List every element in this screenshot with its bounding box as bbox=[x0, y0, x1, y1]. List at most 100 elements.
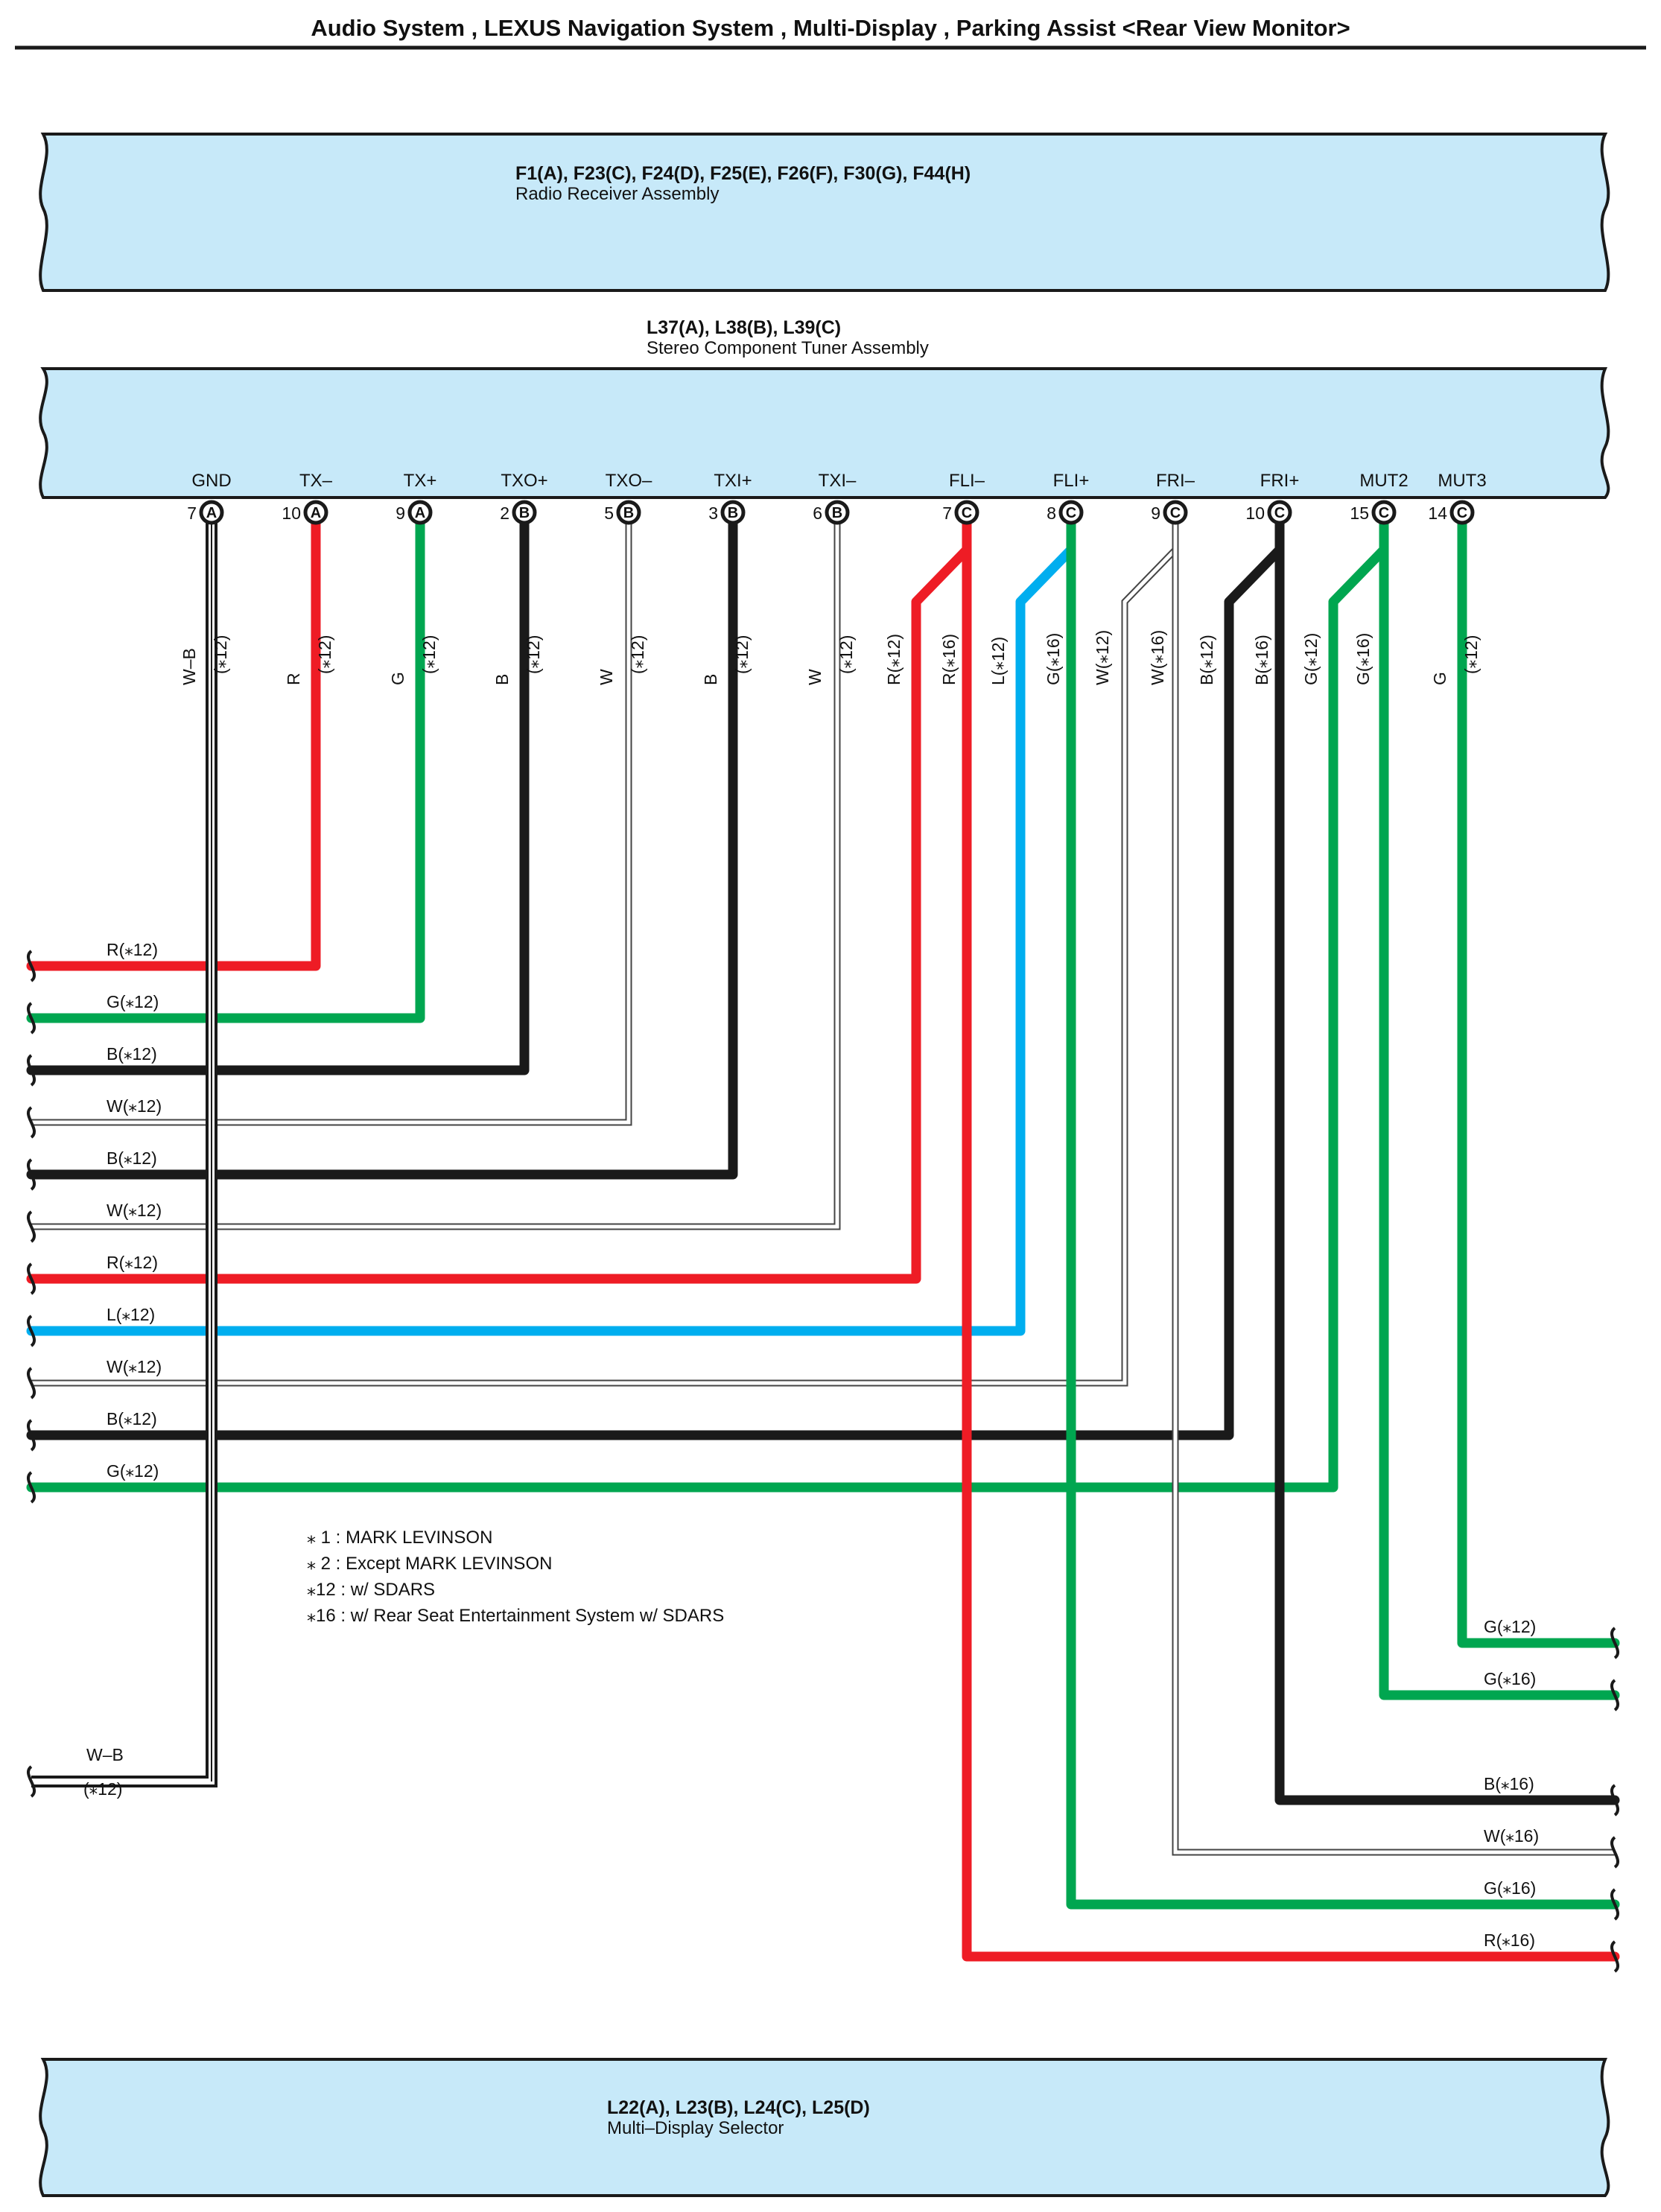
wire-tag-14: B(⁎16) bbox=[1252, 635, 1271, 685]
right-wire-label-3: W(⁎16) bbox=[1484, 1826, 1539, 1846]
left-wire-label-4: B(⁎12) bbox=[107, 1148, 157, 1168]
terminal-pin: 5 bbox=[604, 503, 614, 523]
terminal-pin: 6 bbox=[813, 503, 822, 523]
terminal-name: TXO+ bbox=[501, 471, 547, 491]
right-wire-label-4: G(⁎16) bbox=[1484, 1878, 1536, 1898]
left-wire-label-1: G(⁎12) bbox=[107, 992, 159, 1011]
left-wire-label-8: W(⁎12) bbox=[107, 1357, 162, 1376]
wire-flim-r16 bbox=[962, 507, 1620, 1962]
wire-tag-11: W(⁎12) bbox=[1093, 630, 1112, 685]
wire-tag-note: (⁎12) bbox=[211, 635, 230, 674]
radio-receiver-box bbox=[39, 133, 1610, 292]
terminal-connector-circle bbox=[1163, 500, 1188, 525]
wire-tag-note: (⁎12) bbox=[315, 635, 334, 674]
wire-mut3-g12 bbox=[1457, 507, 1620, 1648]
wire-tag-color: W(⁎12) bbox=[1093, 630, 1112, 685]
terminal-connector-circle bbox=[512, 500, 537, 525]
terminal-name: FRI+ bbox=[1260, 471, 1300, 491]
left-break-4 bbox=[27, 1158, 36, 1191]
terminal-name: MUT2 bbox=[1359, 471, 1408, 491]
left-wire-label-9: B(⁎12) bbox=[107, 1409, 157, 1428]
terminal-connector-letter: A bbox=[206, 505, 217, 521]
wire-frim-w16 bbox=[1173, 512, 1615, 1855]
wire-tag-note: (⁎12) bbox=[628, 635, 647, 674]
left-break-7 bbox=[27, 1315, 36, 1347]
terminal-connector-circle bbox=[1267, 500, 1292, 525]
stereo-tuner-name: Stereo Component Tuner Assembly bbox=[647, 338, 929, 358]
wire-tag-color: B(⁎12) bbox=[1197, 635, 1216, 685]
notes: ⁎ 1 : MARK LEVINSON ⁎ 2 : Except MARK LE… bbox=[307, 1528, 724, 1626]
terminal-name: FLI– bbox=[949, 471, 985, 491]
wire-tag-12: W(⁎16) bbox=[1148, 630, 1167, 685]
wire-tag-3: B(⁎12) bbox=[492, 635, 543, 685]
terminal-connector-circle bbox=[1058, 500, 1084, 525]
wire-tag-layer: W–B(⁎12)R(⁎12)G(⁎12)B(⁎12)W(⁎12)B(⁎12)W(… bbox=[180, 630, 1481, 685]
wire-txp-g bbox=[26, 507, 425, 1023]
terminal-connector-circle bbox=[1449, 500, 1475, 525]
terminal-connector-letter: C bbox=[1457, 505, 1467, 521]
note-1: ⁎ 1 : MARK LEVINSON bbox=[307, 1528, 492, 1548]
wire-tag-17: G(⁎12) bbox=[1430, 635, 1481, 685]
terminal-connector-circle bbox=[825, 500, 850, 525]
right-wire-label-0: G(⁎12) bbox=[1484, 1617, 1536, 1636]
multi-display-name: Multi–Display Selector bbox=[607, 2118, 784, 2138]
radio-receiver-codes: F1(A), F23(C), F24(D), F25(E), F26(F), F… bbox=[515, 163, 971, 184]
left-break-8 bbox=[27, 1367, 36, 1399]
left-break-2 bbox=[27, 1054, 36, 1087]
wire-gnd-wb-outline bbox=[31, 512, 217, 1787]
wire-frip-b16 bbox=[1274, 507, 1620, 1805]
right-label-layer: G(⁎12)G(⁎16)B(⁎16)W(⁎16)G(⁎16)R(⁎16) bbox=[1484, 1617, 1539, 1950]
gnd-wire-color: W–B bbox=[86, 1745, 124, 1764]
wire-tag-1: R(⁎12) bbox=[284, 635, 334, 685]
terminal-pin: 3 bbox=[708, 503, 718, 523]
terminal-connector-letter: C bbox=[1170, 505, 1181, 521]
wire-frim-w16-outline bbox=[1172, 512, 1615, 1856]
left-wire-label-10: G(⁎12) bbox=[107, 1461, 159, 1481]
wire-tag-8: R(⁎16) bbox=[939, 634, 959, 685]
wire-txm-r bbox=[26, 507, 321, 971]
wire-txip-b bbox=[26, 507, 738, 1180]
wire-tag-note: (⁎12) bbox=[419, 635, 439, 674]
multi-display-box bbox=[39, 2058, 1610, 2197]
left-wire-label-2: B(⁎12) bbox=[107, 1044, 157, 1064]
right-break-5 bbox=[1610, 1940, 1619, 1973]
wire-tag-7: R(⁎12) bbox=[884, 634, 903, 685]
left-break-1 bbox=[27, 1002, 36, 1035]
wire-tag-note: (⁎12) bbox=[836, 635, 856, 674]
terminal-pin: 9 bbox=[396, 503, 405, 523]
right-wire-label-5: R(⁎16) bbox=[1484, 1930, 1535, 1950]
terminal-pin: 8 bbox=[1047, 503, 1056, 523]
terminal-connector-letter: C bbox=[1379, 505, 1389, 521]
wire-tag-5: B(⁎12) bbox=[701, 635, 752, 685]
wire-mut2-g16 bbox=[1379, 507, 1620, 1700]
terminal-connector-letter: B bbox=[832, 505, 842, 521]
wire-tag-6: W(⁎12) bbox=[805, 635, 856, 685]
terminal-name: GND bbox=[191, 471, 231, 491]
terminal-connector-circle bbox=[199, 500, 224, 525]
wire-mut2-g12 bbox=[26, 507, 1389, 1493]
wire-tag-13: B(⁎12) bbox=[1197, 635, 1216, 685]
wire-tag-15: G(⁎12) bbox=[1301, 633, 1321, 685]
wire-tag-color: G(⁎16) bbox=[1044, 633, 1063, 685]
terminal-name: TXO– bbox=[606, 471, 652, 491]
radio-receiver-name: Radio Receiver Assembly bbox=[515, 184, 719, 204]
terminal-pin: 7 bbox=[942, 503, 952, 523]
wire-tag-color: R(⁎16) bbox=[939, 634, 959, 685]
stereo-tuner-codes: L37(A), L38(B), L39(C) bbox=[647, 317, 841, 338]
right-break-2 bbox=[1610, 1784, 1619, 1817]
terminal-connector-circle bbox=[954, 500, 979, 525]
terminal-connector-circle bbox=[616, 500, 641, 525]
wire-tag-color: B bbox=[492, 674, 512, 685]
wire-tag-note: (⁎12) bbox=[1461, 635, 1481, 674]
terminal-connector-letter: A bbox=[415, 505, 425, 521]
left-wire-label-0: R(⁎12) bbox=[107, 940, 158, 959]
